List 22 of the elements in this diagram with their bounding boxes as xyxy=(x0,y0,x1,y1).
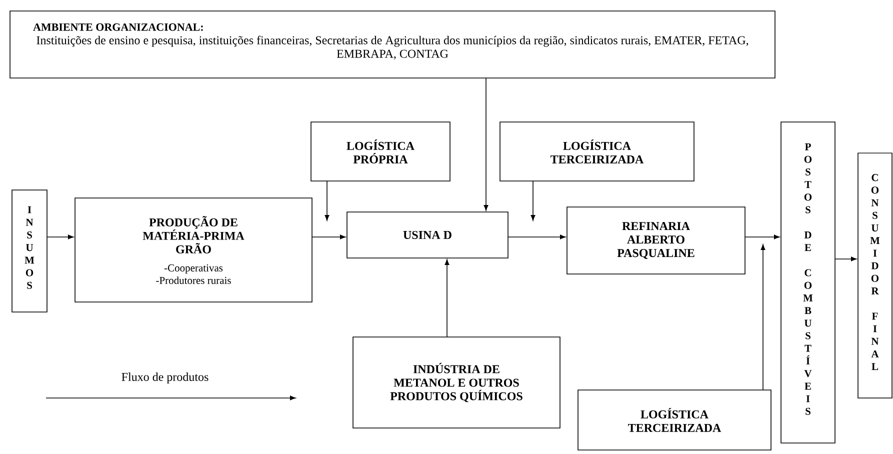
process-box: LOGÍSTICA PRÓPRIA xyxy=(310,122,450,182)
arrow xyxy=(312,234,346,240)
process-box: INDÚSTRIA DE METANOL E OUTROS PRODUTOS QUÍMICOS xyxy=(352,336,560,428)
process-box: PRODUÇÃO DE MATÉRIA-PRIMA GRÃO -Cooperativas -Produtores rurais xyxy=(74,198,312,302)
legend-label: Fluxo de produtos xyxy=(122,372,208,384)
vertical-text-box: POSTOS DE COMBUSTÍVEIS xyxy=(780,122,836,444)
arrow xyxy=(46,234,74,240)
vertical-text-box: CONSUMIDOR FINAL xyxy=(858,152,892,398)
process-box: LOGÍSTICA TERCEIRIZADA xyxy=(500,122,694,182)
arrow xyxy=(760,244,766,390)
arrow xyxy=(530,180,536,221)
environment-box: AMBIENTE ORGANIZACIONAL: Instituições de ensino e pesquisa, instituições financeiras, Secretarias de Agricultura dos municípios da região, sindicatos rurais, EMATER, FETAG, EMBRAPA, CONTAG xyxy=(10,10,776,78)
arrow xyxy=(324,180,330,221)
arrow xyxy=(508,234,566,240)
process-box: REFINARIA ALBERTO PASQUALINE xyxy=(566,206,746,274)
process-box: USINA D xyxy=(346,212,508,258)
arrow xyxy=(444,259,450,338)
arrow xyxy=(744,234,780,240)
process-box: LOGÍSTICA TERCEIRIZADA xyxy=(578,390,772,450)
vertical-text-box: INSUMOS xyxy=(12,190,48,312)
arrow xyxy=(484,78,488,211)
arrow xyxy=(834,256,857,262)
